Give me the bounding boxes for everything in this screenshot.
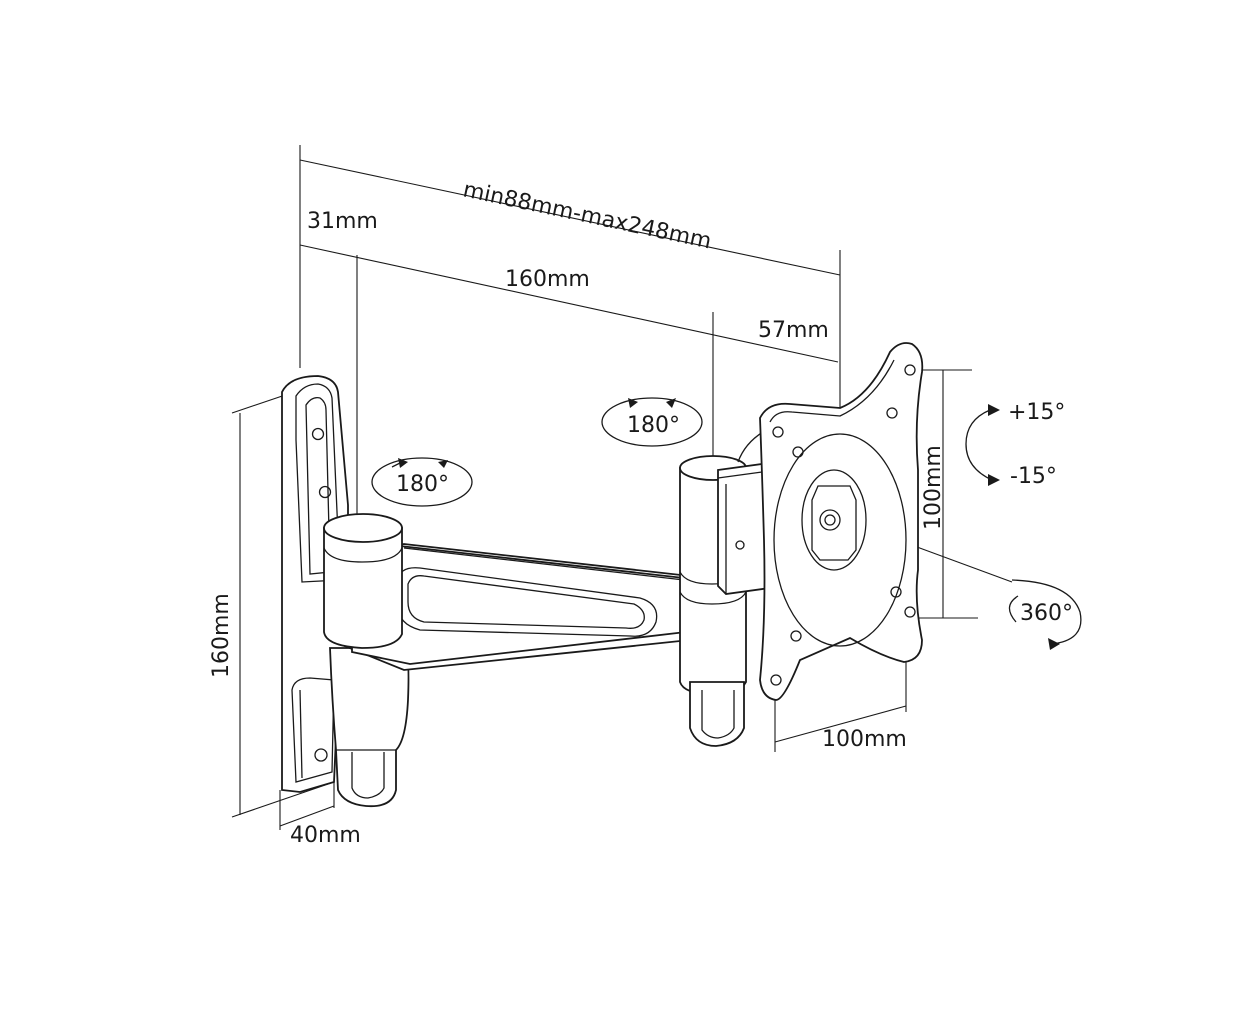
head-offset-label: 57mm — [758, 318, 829, 343]
rotation-label: 360° — [1020, 601, 1073, 626]
wall-pivot — [323, 513, 403, 649]
vesa-plate — [759, 342, 924, 701]
plate-depth-label: 40mm — [290, 823, 361, 848]
tilt-down-label: -15° — [1010, 464, 1057, 489]
rotation-symbols — [371, 397, 1082, 650]
wall-swivel-label: 180° — [396, 472, 449, 497]
head-swivel-ellipse — [601, 397, 703, 447]
tilt-arc — [965, 409, 993, 481]
head-swivel-label: 180° — [627, 413, 680, 438]
rotation-arc — [1011, 579, 1082, 645]
wall-offset-label: 31mm — [307, 209, 378, 234]
rotation-labels: 180° 180° +15° -15° 360° — [396, 400, 1073, 626]
vesa-width-label: 100mm — [822, 727, 907, 752]
arm-length-label: 160mm — [505, 267, 590, 292]
main-arm — [329, 543, 691, 671]
lower-bracket — [329, 647, 410, 808]
tilt-up-label: +15° — [1008, 400, 1065, 425]
wall-swivel-ellipse — [371, 457, 473, 507]
plate-height-label: 160mm — [209, 593, 234, 678]
overall-reach-label: min88mm-max248mm — [461, 177, 714, 254]
vesa-height-label: 100mm — [921, 445, 946, 530]
dimension-lines — [231, 145, 1013, 830]
